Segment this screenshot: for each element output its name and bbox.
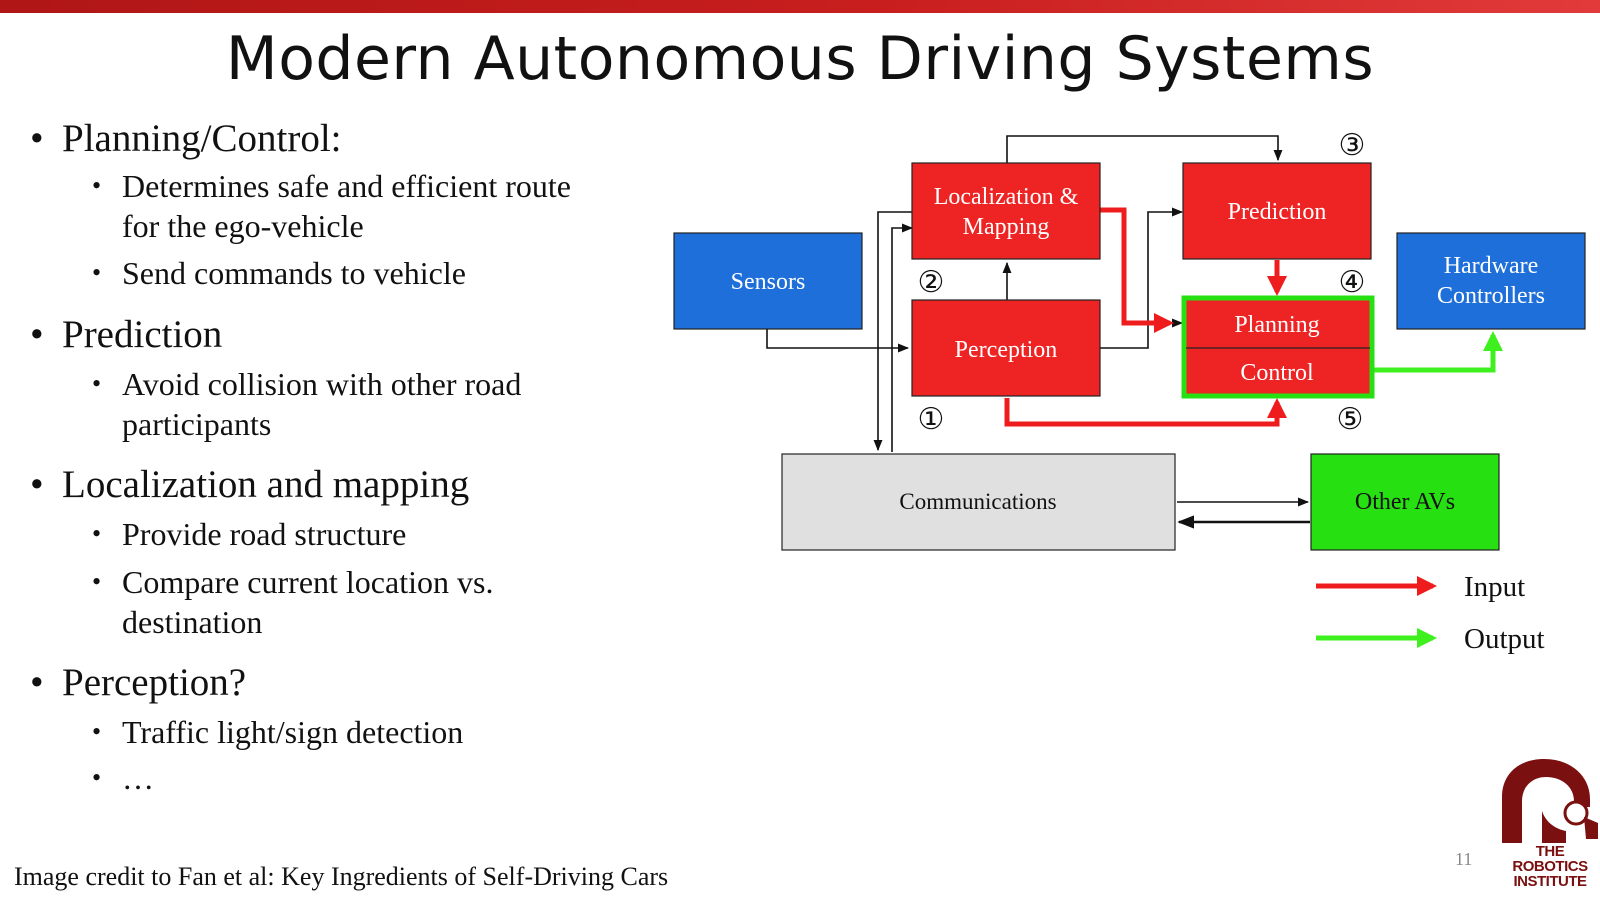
box-planning-control: Planning Control — [1181, 295, 1375, 399]
legend: Input Output — [1316, 571, 1545, 655]
marker-1: ① — [918, 402, 945, 437]
box-hardware-label-2: Controllers — [1437, 283, 1545, 309]
sub-bullet-ellipsis: … — [92, 758, 652, 798]
arrow-perception-to-control — [1004, 398, 1287, 427]
connector-loc-to-comm — [873, 211, 912, 452]
page-number: 11 — [1455, 849, 1473, 869]
box-sensors-label: Sensors — [731, 269, 806, 295]
logo-line-the: THE — [1535, 843, 1565, 860]
box-localization-label-1: Localization & — [934, 184, 1079, 210]
box-communications: Communications — [781, 453, 1176, 551]
image-credit: Image credit to Fan et al: Key Ingredien… — [14, 862, 669, 891]
marker-5: ⑤ — [1337, 402, 1364, 437]
logo-text: THE ROBOTICS INSTITUTE — [1502, 844, 1598, 889]
box-hardware-controllers: Hardware Controllers — [1396, 232, 1586, 330]
red-input-arrows — [1004, 207, 1287, 427]
box-control-label: Control — [1240, 360, 1314, 386]
legend-input-label: Input — [1464, 571, 1525, 603]
connector-comm-to-loc — [891, 223, 914, 452]
robotics-institute-logo — [1502, 759, 1598, 843]
connector-perception-to-prediction — [1100, 207, 1184, 349]
connector-sensors-to-perception — [766, 329, 910, 353]
marker-4: ④ — [1339, 265, 1366, 300]
box-perception-label: Perception — [955, 337, 1058, 363]
sub-bullet-avoid-collision: Avoid collision with other roadparticipa… — [92, 364, 652, 444]
box-localization-mapping: Localization & Mapping — [911, 162, 1101, 260]
logo-line-institute: INSTITUTE — [1513, 873, 1588, 890]
marker-3: ③ — [1339, 128, 1366, 163]
box-sensors: Sensors — [673, 232, 863, 330]
box-prediction-label: Prediction — [1228, 199, 1327, 225]
legend-output-label: Output — [1464, 623, 1545, 655]
black-connectors — [766, 135, 1310, 529]
marker-2: ② — [918, 265, 945, 300]
box-prediction: Prediction — [1182, 162, 1372, 260]
sub-bullet-compare-location: Compare current location vs.destination — [92, 562, 652, 642]
box-perception: Perception — [911, 299, 1101, 397]
sub-bullet-road-structure: Provide road structure — [92, 514, 652, 554]
box-communications-label: Communications — [899, 489, 1056, 514]
connector-loc-to-prediction — [1006, 135, 1283, 163]
box-other-avs: Other AVs — [1310, 453, 1500, 551]
box-localization-label-2: Mapping — [963, 214, 1050, 240]
box-hardware-label-1: Hardware — [1444, 253, 1539, 279]
slide-title: Modern Autonomous Driving Systems — [225, 24, 1375, 94]
box-other-avs-label: Other AVs — [1355, 489, 1455, 515]
top-accent-bar — [0, 0, 1600, 13]
arrow-control-to-hardware — [1370, 331, 1503, 373]
box-planning-label: Planning — [1234, 312, 1319, 338]
logo-line-robotics: ROBOTICS — [1512, 858, 1588, 875]
arrow-loc-to-planning — [1100, 207, 1174, 333]
sub-bullet-traffic-light: Traffic light/sign detection — [92, 712, 652, 752]
sub-bullet-commands: Send commands to vehicle — [92, 253, 652, 293]
